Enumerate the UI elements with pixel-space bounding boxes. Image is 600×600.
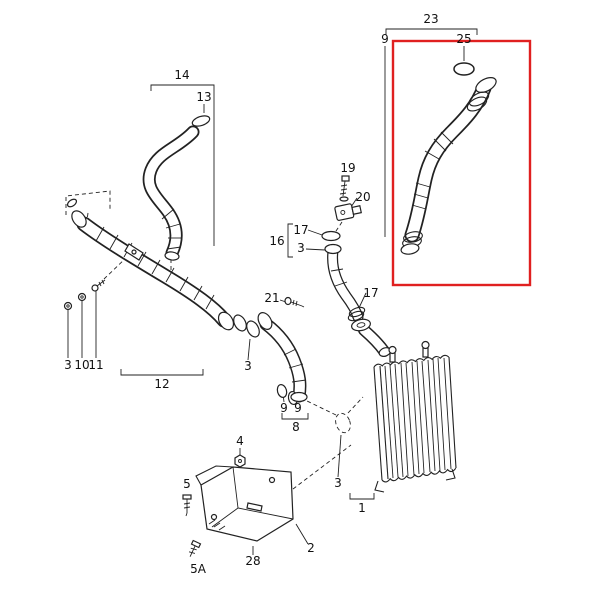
part-label-8: 8	[292, 420, 300, 434]
ring-9-a	[276, 384, 288, 398]
part-label-3-oring: 3	[244, 359, 252, 373]
pipe-flange	[351, 318, 371, 332]
charge-pipe-12	[66, 198, 235, 331]
part-label-9-top: 9	[381, 32, 389, 46]
sensor-20	[334, 203, 362, 221]
part-label-9-left: 9	[280, 401, 288, 415]
hose-top-opening	[475, 77, 497, 93]
connector-hose-8	[257, 312, 308, 406]
hose-bottom-opening	[400, 243, 420, 255]
part-label-19: 19	[340, 161, 355, 175]
clamp-top	[468, 91, 490, 107]
part-label-5: 5	[183, 477, 191, 491]
gasket-3-cooler	[335, 412, 351, 434]
clamp-13	[191, 115, 211, 127]
hose-ribs	[411, 131, 454, 210]
shield-28	[195, 465, 294, 542]
hose-ribs	[161, 208, 182, 250]
clamp-bottom	[403, 231, 423, 243]
pipe-ribs	[95, 226, 215, 310]
highlight-box	[391, 39, 532, 287]
intercooler	[373, 340, 457, 493]
pipe-inlet-flange	[71, 210, 87, 228]
part-label-3-cooler: 3	[334, 476, 342, 490]
hose-top-flange	[257, 312, 273, 330]
part-label-17-lower: 17	[363, 286, 378, 300]
charge-hose-upper-right	[400, 62, 497, 255]
throttle-pipe-assembly	[321, 230, 392, 357]
bolt-5	[182, 494, 192, 517]
part-label-25: 25	[456, 32, 471, 46]
bolt-21	[284, 296, 305, 308]
clamp-17-upper	[321, 230, 341, 242]
part-label-4: 4	[236, 434, 244, 448]
hose-ribs	[283, 348, 307, 383]
part-label-2: 2	[307, 541, 315, 555]
part-label-9-right: 9	[294, 401, 302, 415]
part-label-17-upper: 17	[293, 223, 308, 237]
part-label-28: 28	[245, 554, 260, 568]
bolt-5a	[188, 539, 202, 557]
nut-4	[234, 454, 246, 468]
part-label-5a: 5A	[190, 562, 207, 576]
pipe-outlet	[217, 311, 235, 331]
part-label-3-left: 3	[64, 358, 72, 372]
charge-hose-upper-left	[142, 115, 211, 261]
hose-open-end	[290, 391, 308, 403]
part-label-16: 16	[269, 234, 284, 248]
seal-rings-3	[233, 314, 260, 338]
part-label-23: 23	[423, 12, 438, 26]
part-label-1: 1	[358, 501, 366, 515]
bolt-19	[339, 175, 350, 202]
part-label-10: 10	[74, 358, 89, 372]
part-label-21: 21	[264, 291, 279, 305]
shield-hatch	[208, 519, 226, 531]
pipe-ribs	[330, 268, 348, 287]
part-label-3-sensor: 3	[297, 241, 305, 255]
part-label-12: 12	[154, 377, 169, 391]
part-labels: 23 9 25 14 13 19 20 17 3 16 21 17 3 10 1…	[64, 12, 471, 576]
cooler-fins	[384, 357, 452, 479]
part-label-14: 14	[174, 68, 189, 82]
o-ring-25	[453, 62, 475, 76]
seal-3	[324, 243, 342, 255]
part-label-11: 11	[88, 358, 103, 372]
fastener-cluster-3-10-11	[63, 279, 106, 311]
part-label-20: 20	[355, 190, 370, 204]
hose-open-end	[164, 251, 180, 261]
part-label-13: 13	[196, 90, 211, 104]
